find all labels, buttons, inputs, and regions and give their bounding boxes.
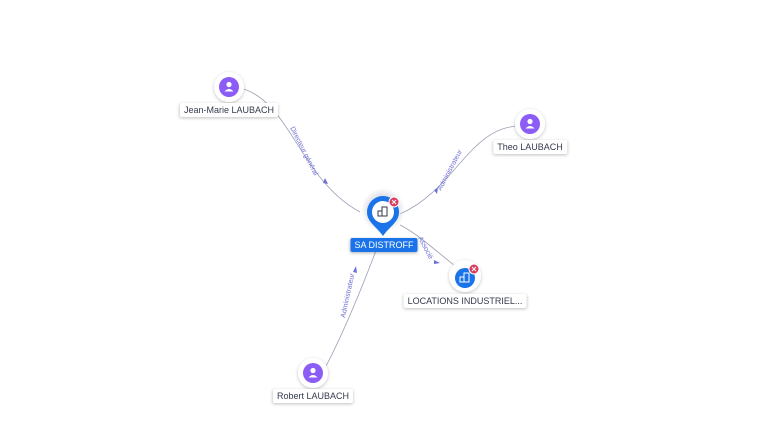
- node-label-main-company[interactable]: SA DISTROFF: [350, 238, 418, 252]
- node-label-jean-marie[interactable]: Jean-Marie LAUBACH: [179, 103, 279, 117]
- edge-locations-arrow: [434, 260, 440, 264]
- person-icon: [525, 118, 535, 129]
- edge-label-jean-marie: Directeur général: [288, 126, 319, 177]
- edge-label-theo: Administrateur: [437, 148, 465, 192]
- building-icon: [377, 206, 388, 217]
- close-icon: [471, 266, 477, 272]
- closed-badge: [388, 196, 400, 208]
- edge-locations: [399, 224, 459, 269]
- node-main-company[interactable]: [361, 188, 405, 236]
- closed-badge: [468, 263, 480, 275]
- node-label-robert[interactable]: Robert LAUBACH: [272, 389, 354, 403]
- node-label-theo[interactable]: Theo LAUBACH: [493, 140, 567, 154]
- edge-theo: [399, 125, 521, 215]
- node-jean-marie[interactable]: [214, 72, 244, 102]
- edge-jean-marie-arrow: [323, 178, 328, 184]
- edge-robert-arrow: [353, 266, 357, 273]
- building-icon: [459, 272, 470, 283]
- node-locations[interactable]: [449, 260, 481, 292]
- edge-label-locations: Associé: [416, 236, 434, 261]
- person-icon: [308, 367, 318, 378]
- node-robert[interactable]: [298, 358, 328, 388]
- edge-robert: [325, 239, 381, 367]
- node-label-locations[interactable]: LOCATIONS INDUSTRIEL...: [403, 294, 527, 308]
- edge-theo-arrow: [434, 188, 438, 194]
- node-theo[interactable]: [515, 109, 545, 139]
- close-icon: [391, 199, 397, 205]
- edge-jean-marie: [239, 87, 361, 213]
- person-icon: [224, 81, 234, 92]
- edge-label-robert: Administrateur: [340, 272, 356, 318]
